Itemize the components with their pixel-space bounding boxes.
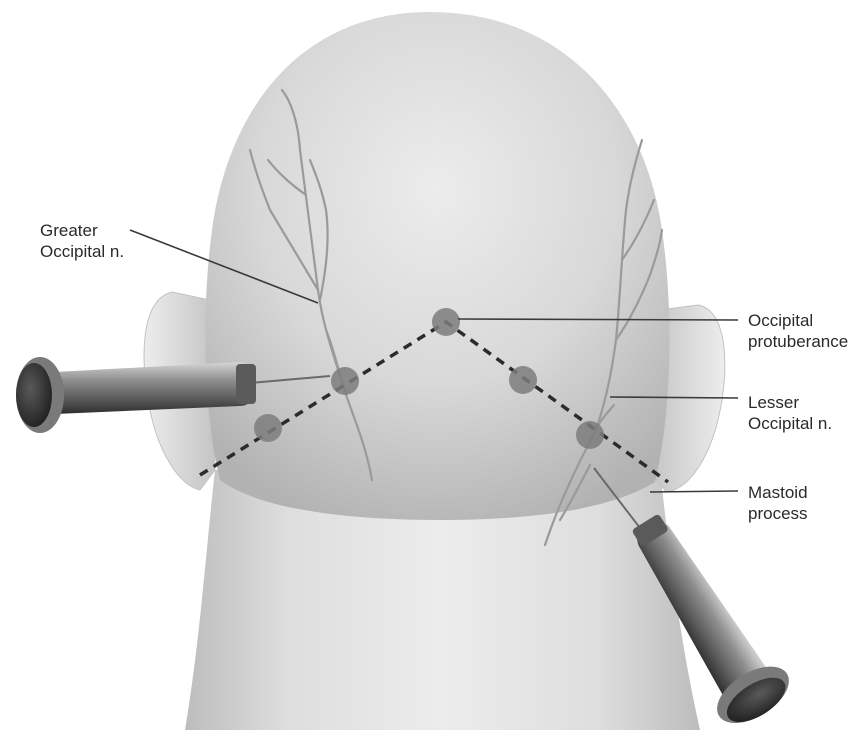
left-injection-point-upper (331, 367, 359, 395)
occipital-protuberance-label-line1: Occipital (748, 310, 848, 331)
greater-occipital-label-line2: Occipital n. (40, 241, 124, 262)
lesser-occipital-label-line1: Lesser (748, 392, 832, 413)
lesser-occipital-label: Lesser Occipital n. (748, 392, 832, 434)
greater-occipital-label-line1: Greater (40, 220, 124, 241)
right-injection-point-upper (509, 366, 537, 394)
mastoid-process-label-line1: Mastoid (748, 482, 808, 503)
occipital-protuberance-label-line2: protuberance (748, 331, 848, 352)
left-injection-point-lower (254, 414, 282, 442)
mastoid-process-label-line2: process (748, 503, 808, 524)
right-injection-point-lower (576, 421, 604, 449)
lesser-occipital-label-line2: Occipital n. (748, 413, 832, 434)
mastoid-process-label: Mastoid process (748, 482, 808, 524)
occipital-protuberance-point (432, 308, 460, 336)
occipital-protuberance-label: Occipital protuberance (748, 310, 848, 352)
greater-occipital-label: Greater Occipital n. (40, 220, 124, 262)
